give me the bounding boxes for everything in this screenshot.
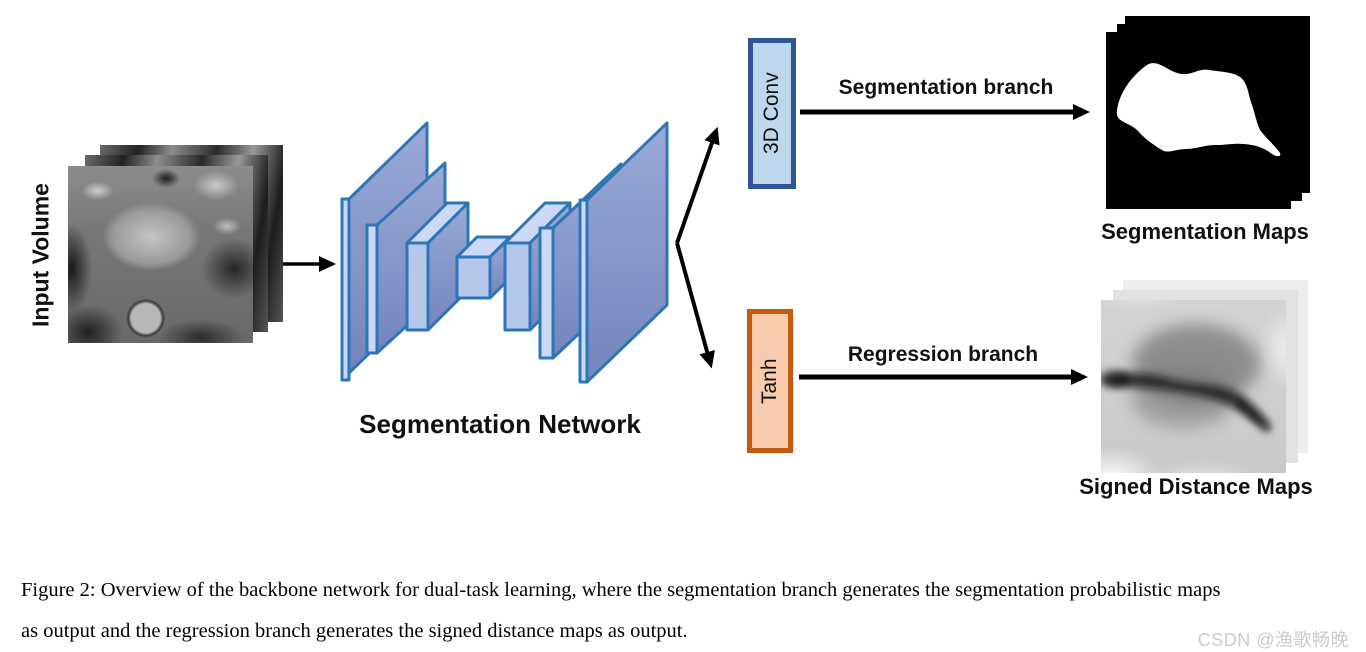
segmentation-network-label: Segmentation Network xyxy=(359,409,641,439)
conv-3d-box-label: 3D Conv xyxy=(760,72,783,155)
input-volume-stack xyxy=(68,145,283,345)
decoder-box-front xyxy=(503,241,532,332)
tanh-box-label: Tanh xyxy=(758,358,781,404)
input-volume-label: Input Volume xyxy=(27,183,54,328)
figure-caption-line1: Figure 2: Overview of the backbone netwo… xyxy=(21,579,1221,601)
figure-caption-line2: as output and the regression branch gene… xyxy=(21,620,688,642)
decoder-slab-1-edge xyxy=(578,198,589,384)
decoder-slab-1-face xyxy=(585,121,669,384)
signed-distance-maps-label: Signed Distance Maps xyxy=(1079,474,1313,499)
segmentation-branch-label: Segmentation branch xyxy=(838,76,1054,99)
tanh-box: Tanh xyxy=(747,309,793,453)
bottleneck-cube-front xyxy=(455,255,492,300)
arrows-layer xyxy=(277,104,1090,385)
network-to-tanh-arrow xyxy=(675,242,715,369)
signed-distance-maps-stack xyxy=(1099,280,1309,476)
csdn-watermark: CSDN @渔歌畅晚 xyxy=(1197,630,1349,650)
conv-3d-box: 3D Conv xyxy=(748,38,796,189)
mri-slice-front xyxy=(68,166,253,343)
segmentation-blob xyxy=(1116,63,1281,157)
network-to-conv-arrow xyxy=(675,126,720,244)
decoder-slab-2-edge xyxy=(538,226,555,360)
encoder-slab-1-edge xyxy=(340,197,351,382)
distance-map-blob xyxy=(1099,324,1271,433)
distance-map-front xyxy=(1099,300,1286,473)
segmentation-maps-label: Segmentation Maps xyxy=(1101,219,1309,244)
encoder-slab-2-edge xyxy=(365,223,379,355)
regression-branch-label: Regression branch xyxy=(847,343,1039,366)
segmentation-network-diagram xyxy=(340,121,669,384)
segmentation-map-front xyxy=(1106,32,1291,209)
segmentation-maps-stack xyxy=(1106,16,1311,212)
encoder-box-front xyxy=(405,241,430,332)
